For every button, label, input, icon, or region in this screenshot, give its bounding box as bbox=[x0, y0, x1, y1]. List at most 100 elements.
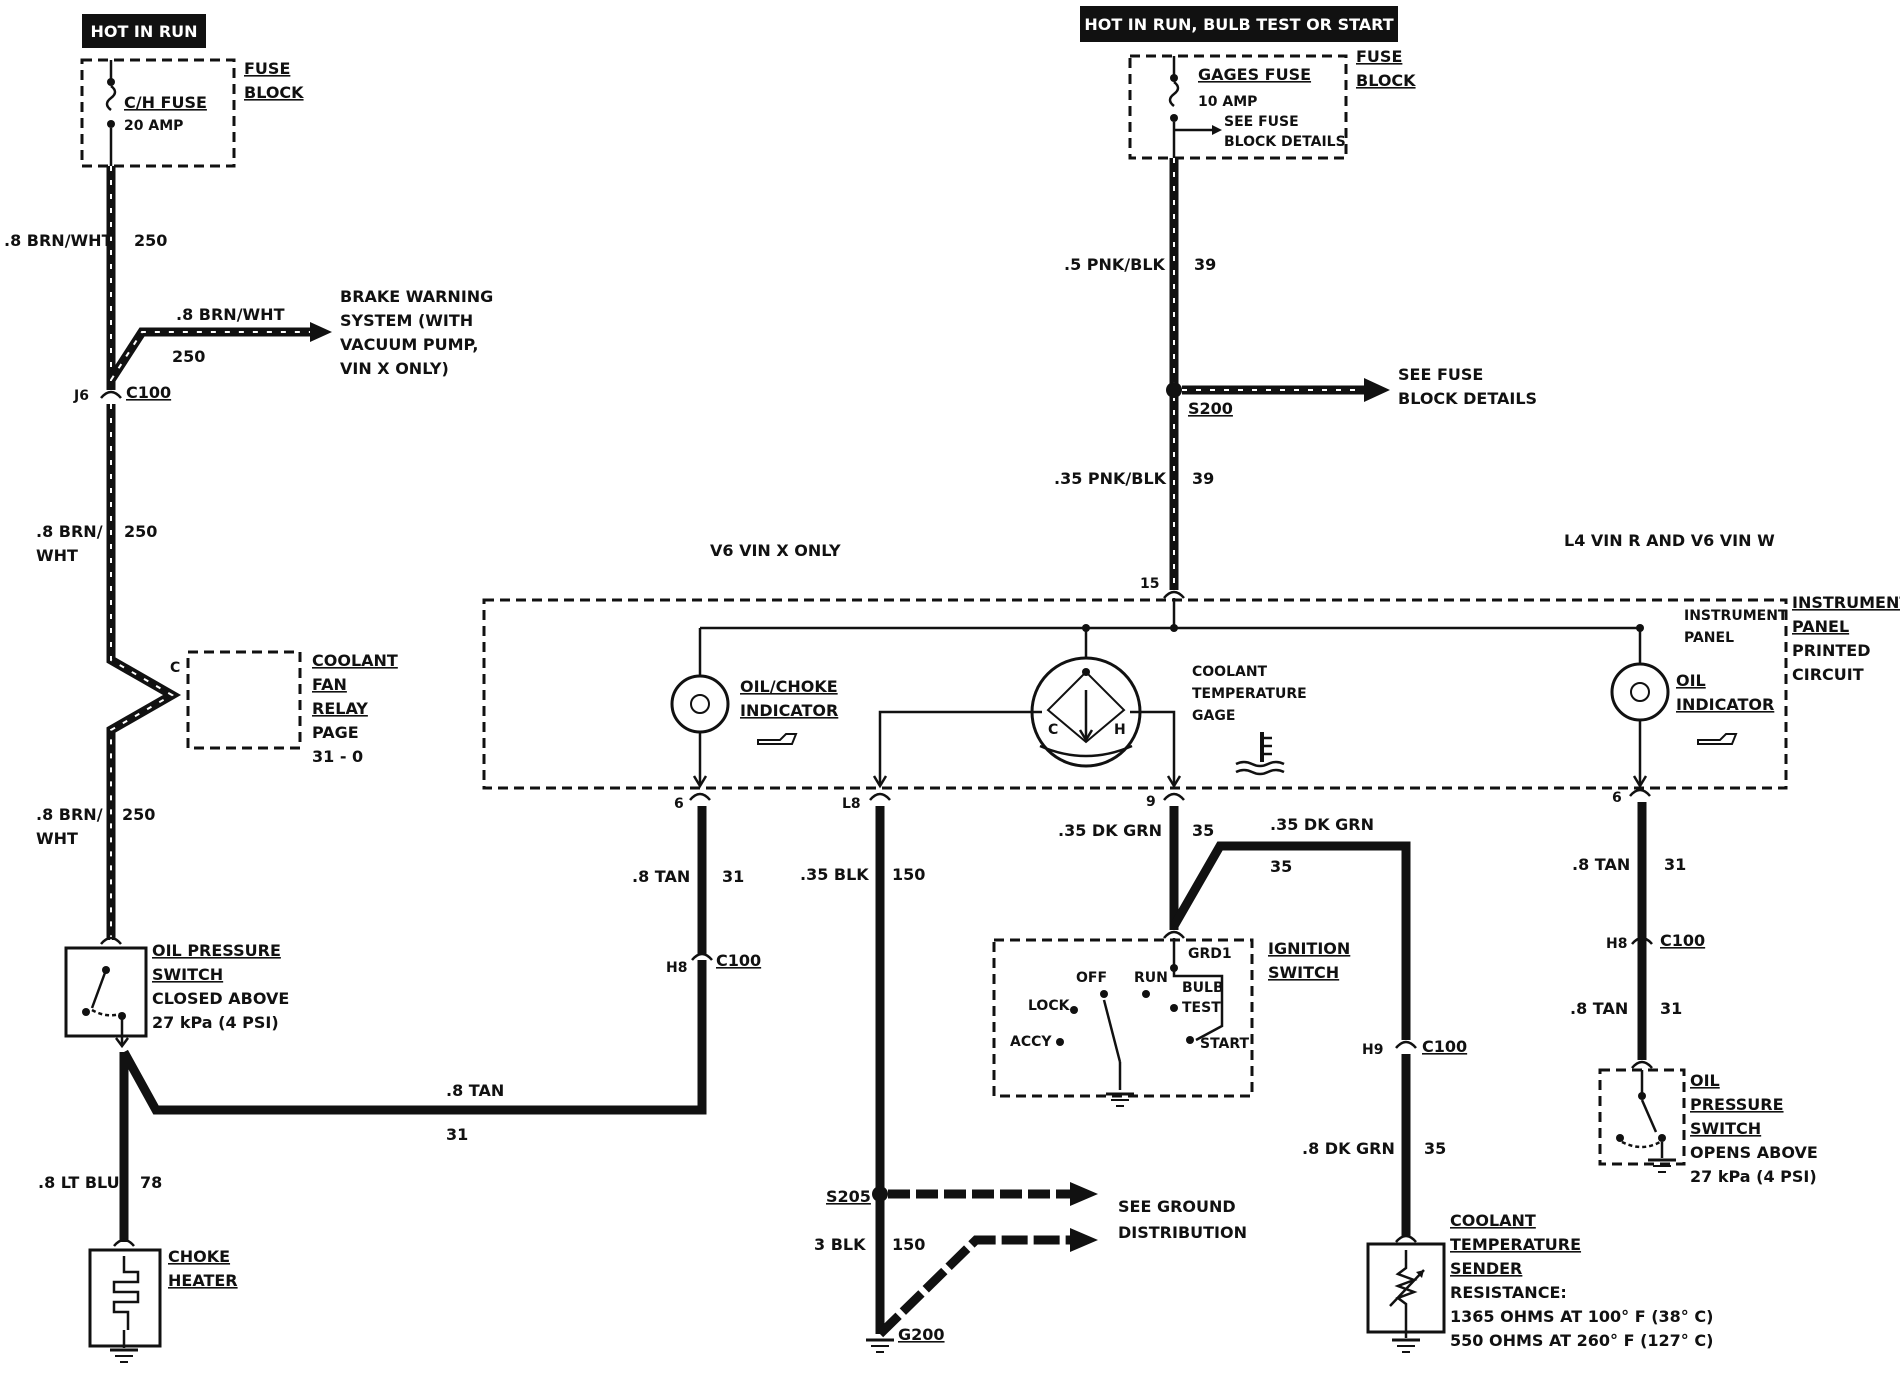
fuse-block-label-left-2: BLOCK bbox=[244, 83, 304, 102]
pnk-low-color: .35 PNK/BLK bbox=[1054, 469, 1167, 488]
choke-wire-circuit: 78 bbox=[140, 1173, 162, 1192]
ign-title2: SWITCH bbox=[1268, 963, 1339, 982]
sender-line1: COOLANT bbox=[1450, 1211, 1536, 1230]
wire-150-3blk bbox=[876, 1235, 1076, 1338]
ip-label-2: PANEL bbox=[1684, 630, 1734, 646]
wire-31-bottom bbox=[120, 960, 707, 1115]
splice-s205 bbox=[872, 1186, 888, 1202]
ipc-label-4: CIRCUIT bbox=[1792, 665, 1864, 684]
ign-grd1: GRD1 bbox=[1188, 946, 1232, 962]
fuse-block-label-right-2: BLOCK bbox=[1356, 71, 1416, 90]
tan-bottom-color: .8 TAN bbox=[446, 1081, 504, 1100]
pnk-low-circuit: 39 bbox=[1192, 469, 1214, 488]
gages-fuse-name: GAGES FUSE bbox=[1198, 65, 1311, 84]
fuse-block-label-right-1: FUSE bbox=[1356, 47, 1402, 66]
conn-h8-mid: H8 bbox=[666, 960, 687, 976]
w3-circuit: 250 bbox=[122, 805, 155, 824]
relay-line3: RELAY bbox=[312, 699, 368, 718]
sender-line2: TEMPERATURE bbox=[1450, 1235, 1581, 1254]
choke-wire-color: .8 LT BLU bbox=[38, 1173, 120, 1192]
tan-right2-color: .8 TAN bbox=[1570, 999, 1628, 1018]
ipc-label-2: PANEL bbox=[1792, 617, 1849, 636]
oil-can-right-icon bbox=[1697, 733, 1738, 745]
tan-right2-circuit: 31 bbox=[1660, 999, 1682, 1018]
gages-detail-2: BLOCK DETAILS bbox=[1224, 134, 1346, 150]
gage-line3: GAGE bbox=[1192, 708, 1235, 724]
ground-ref1: SEE GROUND bbox=[1118, 1197, 1236, 1216]
ign-off: OFF bbox=[1076, 970, 1107, 986]
ops-left-line4: 27 kPa (4 PSI) bbox=[152, 1013, 279, 1032]
s200-ref2: BLOCK DETAILS bbox=[1398, 389, 1537, 408]
header-right-box bbox=[1080, 6, 1398, 42]
gages-fuse-rating: 10 AMP bbox=[1198, 94, 1257, 110]
wire-35-sender-run bbox=[1170, 841, 1411, 1040]
g200-label: G200 bbox=[898, 1325, 945, 1344]
oil-indicator-lamp-icon bbox=[1610, 662, 1670, 722]
conn-c100-mid: C100 bbox=[716, 951, 761, 970]
gage-c: C bbox=[1048, 722, 1058, 738]
w1-color: .8 BRN/WHT bbox=[4, 231, 113, 250]
w2-color-1: .8 BRN/ bbox=[36, 522, 103, 541]
pin-9: 9 bbox=[1146, 794, 1156, 810]
oil-ind-line2: INDICATOR bbox=[1676, 695, 1774, 714]
ignition-contact-icon bbox=[1102, 999, 1122, 1063]
ignition-switch-box bbox=[992, 938, 1254, 1098]
relay-line4: PAGE bbox=[312, 723, 359, 742]
gage-line1: COOLANT bbox=[1192, 664, 1268, 680]
pin-6-left: 6 bbox=[674, 796, 684, 812]
s200-label: S200 bbox=[1188, 399, 1233, 418]
heater-element-icon bbox=[112, 1256, 140, 1330]
brake-wire-color: .8 BRN/WHT bbox=[176, 305, 285, 324]
ign-accy: ACCY bbox=[1010, 1034, 1052, 1050]
gages-fuse-box bbox=[1128, 54, 1348, 160]
conn-h8-right: H8 bbox=[1606, 936, 1627, 952]
gages-fuse-symbol-icon bbox=[1168, 81, 1180, 107]
pnk-top-color: .5 PNK/BLK bbox=[1064, 255, 1166, 274]
ch-fuse-rating: 20 AMP bbox=[124, 118, 183, 134]
pin-15: 15 bbox=[1140, 576, 1159, 592]
ip-label-1: INSTRUMENT bbox=[1684, 608, 1788, 624]
thermistor-icon bbox=[1394, 1250, 1418, 1330]
cooling-fuse-box bbox=[80, 58, 236, 168]
ch-fuse-name: C/H FUSE bbox=[124, 93, 207, 112]
v6-note: V6 VIN X ONLY bbox=[710, 541, 841, 560]
ops-right-line5: 27 kPa (4 PSI) bbox=[1690, 1167, 1817, 1186]
ops-left-line1: OIL PRESSURE bbox=[152, 941, 281, 960]
ops-left-line2: SWITCH bbox=[152, 965, 223, 984]
gage-line2: TEMPERATURE bbox=[1192, 686, 1307, 702]
ipc-label-1: INSTRUMENT bbox=[1792, 593, 1900, 612]
ops-left-line3: CLOSED ABOVE bbox=[152, 989, 289, 1008]
ops-right-line4: OPENS ABOVE bbox=[1690, 1143, 1818, 1162]
blk-circuit: 150 bbox=[892, 865, 925, 884]
grn-a-circuit: 35 bbox=[1192, 821, 1214, 840]
s205-arrow-icon bbox=[1070, 1182, 1098, 1206]
thermometer-icon bbox=[1235, 732, 1285, 776]
brake-line2: SYSTEM (WITH bbox=[340, 311, 473, 330]
header-right: HOT IN RUN, BULB TEST OR START bbox=[1084, 15, 1393, 34]
sender-line4: RESISTANCE: bbox=[1450, 1283, 1567, 1302]
pnk-top-circuit: 39 bbox=[1194, 255, 1216, 274]
ign-start: START bbox=[1200, 1036, 1250, 1052]
splice-s200 bbox=[1166, 382, 1182, 398]
ipc-label-3: PRINTED bbox=[1792, 641, 1871, 660]
brake-arrow-icon bbox=[310, 322, 332, 342]
header-left: HOT IN RUN bbox=[90, 22, 197, 41]
tan-mid-circuit: 31 bbox=[722, 867, 744, 886]
gage-h: H bbox=[1114, 722, 1126, 738]
conn-c100-h9: C100 bbox=[1422, 1037, 1467, 1056]
header-left-box bbox=[82, 14, 206, 48]
grn-b-circuit: 35 bbox=[1270, 857, 1292, 876]
tan-right-circuit: 31 bbox=[1664, 855, 1686, 874]
brake-wire-circuit: 250 bbox=[172, 347, 205, 366]
gages-detail-1: SEE FUSE bbox=[1224, 114, 1299, 130]
relay-line1: COOLANT bbox=[312, 651, 398, 670]
grn-c-color: .8 DK GRN bbox=[1302, 1139, 1395, 1158]
s200-ref1: SEE FUSE bbox=[1398, 365, 1483, 384]
conn-c100-right: C100 bbox=[1660, 931, 1705, 950]
ops-right-line3: SWITCH bbox=[1690, 1119, 1761, 1138]
w1-circuit: 250 bbox=[134, 231, 167, 250]
sender-line3: SENDER bbox=[1450, 1259, 1522, 1278]
fuse-symbol-icon bbox=[105, 85, 117, 111]
ign-test: TEST bbox=[1182, 1000, 1221, 1016]
